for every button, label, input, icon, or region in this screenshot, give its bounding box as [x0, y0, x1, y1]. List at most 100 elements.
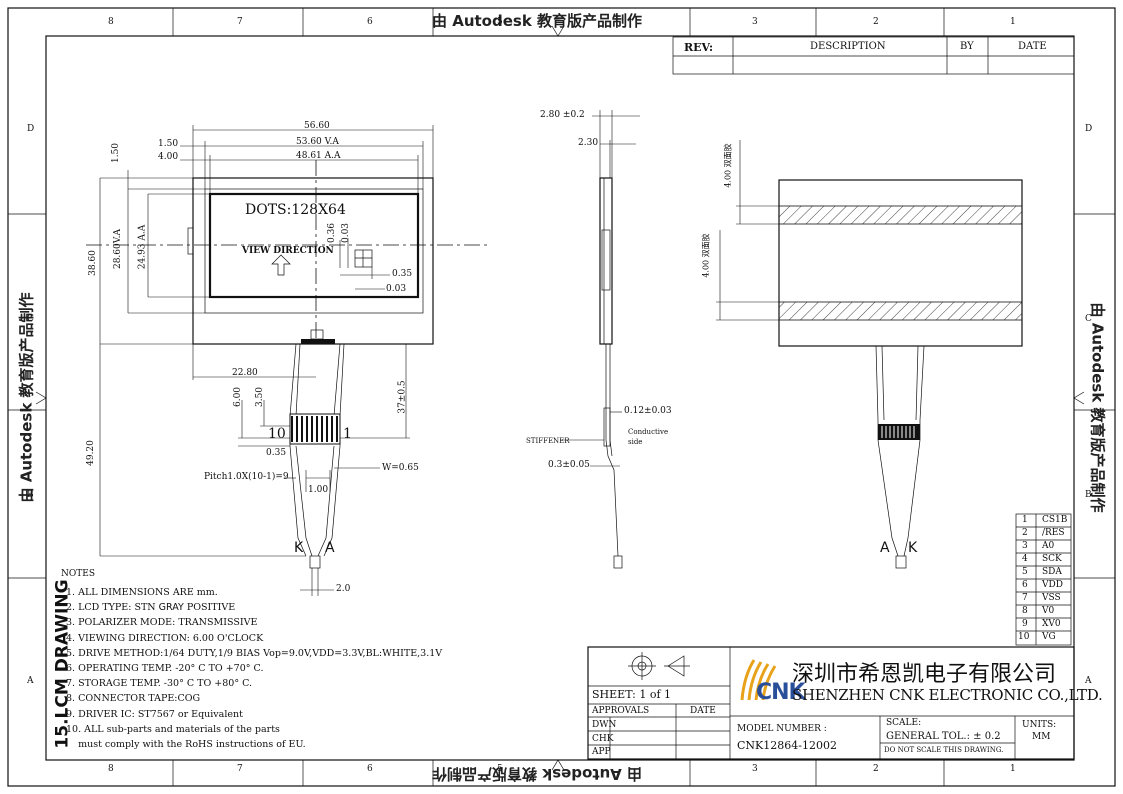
zone-row-C-left: C [27, 314, 34, 324]
pin-no-4: 4 [1022, 554, 1028, 564]
back-view [716, 140, 1023, 569]
pin-no-6: 6 [1022, 580, 1028, 590]
note-item: 4. VIEWING DIRECTION: 6.00 O'CLOCK [66, 633, 263, 644]
side-dim-012: 0.12±0.03 [624, 406, 672, 416]
company-name-cn: 深圳市希恩凯电子有限公司 [792, 662, 1057, 687]
general-tolerance: GENERAL TOL.: ± 0.2 [886, 731, 1001, 742]
sheet-label: SHEET: 1 of 1 [592, 688, 672, 701]
scale-label: SCALE: [886, 718, 922, 728]
note-item: 1. ALL DIMENSIONS ARE mm. [66, 587, 218, 598]
zone-column-8-bottom: 8 [108, 764, 114, 774]
note-item: 5. DRIVE METHOD:1/64 DUTY,1/9 BIAS Vop=9… [66, 648, 442, 659]
side-side: side [628, 438, 643, 446]
dim-left-400: 4.00 [158, 152, 179, 162]
no-scale-note: DO NOT SCALE THIS DRAWING. [884, 746, 1004, 754]
back-tape-top: 4.00 双面胶 [723, 143, 733, 188]
company-name-en: SHENZHEN CNK ELECTRONIC CO.,LTD. [792, 686, 1103, 704]
dwn-label: DWN [592, 720, 617, 730]
zone-ticks [8, 8, 1115, 786]
dim-overall-width: 56.60 [304, 121, 330, 131]
view-direction-label: VIEW DIRECTION [242, 246, 334, 256]
rev-date-header: DATE [1018, 41, 1047, 52]
chk-label: CHK [592, 734, 614, 744]
zone-column-5-top: 5 [497, 17, 503, 27]
pin-signal-4: SCK [1042, 554, 1062, 564]
dim-top-150: 1.50 [111, 142, 122, 164]
note-text: 3. POLARIZER MODE: TRANSMISSIVE [66, 617, 258, 629]
dim-pixel-035: 0.35 [392, 269, 413, 279]
zone-column-3-bottom: 3 [752, 764, 758, 774]
dim-pixel-003b: 0.03 [386, 284, 407, 294]
side-stiffener: STIFFENER [526, 437, 570, 445]
watermark-bottom: 由 Autodesk 教育版产品制作 [432, 765, 643, 783]
dim-overall-height: 38.60 [87, 250, 98, 276]
dim-pixel-003a: 0.03 [341, 222, 352, 244]
led-k-back: K [908, 540, 918, 556]
dim-pixel-036: 0.36 [327, 222, 338, 244]
revision-table [672, 36, 1075, 75]
back-tape-bottom: 4.00 双面胶 [701, 233, 711, 278]
title-block-grid [587, 646, 1075, 760]
pin-signal-8: V0 [1042, 606, 1055, 616]
pin-signal-7: VSS [1042, 593, 1061, 603]
dim-20: 2.0 [336, 584, 351, 594]
zone-column-2-top: 2 [873, 17, 879, 27]
dim-left-150: 1.50 [158, 139, 179, 149]
pin-signal-6: VDD [1042, 580, 1063, 590]
watermark-right: 由 Autodesk 教育版产品制作 [1088, 302, 1107, 513]
logo-text: CNK [756, 680, 806, 705]
side-conductive: Conductive [628, 428, 669, 436]
side-dim-280: 2.80 ±0.2 [540, 110, 585, 120]
zone-column-1-top: 1 [1010, 17, 1016, 27]
zone-row-C-right: C [1085, 314, 1092, 324]
dim-w065: W=0.65 [382, 463, 419, 473]
note-text: 6. OPERATING TEMP. -20° C TO +70° C. [66, 663, 264, 674]
rev-by-header: BY [960, 41, 974, 52]
dim-aa-width: 48.61 A.A [296, 151, 341, 161]
pin-signal-1: CS1B [1042, 515, 1068, 525]
dim-pitch: Pitch1.0X(10-1)=9 [204, 472, 289, 482]
led-a-front: A [325, 540, 335, 556]
side-dim-230: 2.30 [578, 138, 599, 148]
pin-no-5: 5 [1022, 567, 1028, 577]
note-text: 5. DRIVE METHOD:1/64 DUTY,1/9 BIAS Vop=9… [66, 647, 443, 659]
note-text: 1. ALL DIMENSIONS ARE mm. [66, 587, 218, 598]
note-item: 7. STORAGE TEMP. -30° C TO +80° C. [66, 678, 252, 689]
company-logo [740, 659, 777, 701]
side-dim-03: 0.3±0.05 [548, 460, 590, 470]
pin-number-1: 1 [343, 426, 352, 442]
dots-label: DOTS:128X64 [245, 202, 346, 218]
note-text: 9. DRIVER IC: ST7567 or Equivalent [66, 708, 243, 720]
note-text: must comply with the RoHS instructions o… [66, 739, 306, 750]
zone-column-8-top: 8 [108, 17, 114, 27]
pin-no-9: 9 [1022, 619, 1028, 629]
zone-column-3-top: 3 [752, 17, 758, 27]
pin-signal-2: /RES [1042, 528, 1065, 538]
zone-row-B-right: B [1085, 490, 1092, 500]
note-text: 7. STORAGE TEMP. -30° C TO +80° C. [66, 678, 253, 690]
units-label: UNITS: [1022, 720, 1057, 730]
zone-column-7-bottom: 7 [237, 764, 243, 774]
approvals-date-label: DATE [690, 706, 716, 716]
watermark-left: 由 Autodesk 教育版产品制作 [17, 292, 36, 503]
pin-no-7: 7 [1022, 593, 1028, 603]
note-text: 4. VIEWING DIRECTION: 6.00 O'CLOCK [66, 632, 264, 644]
pin-signal-3: A0 [1042, 541, 1055, 551]
pin-no-1: 1 [1022, 515, 1028, 525]
dim-va-width: 53.60 V.A [296, 137, 339, 147]
led-k-front: K [294, 540, 304, 556]
rev-label: REV: [684, 41, 714, 54]
dim-100: 1.00 [308, 485, 329, 495]
approvals-label: APPROVALS [592, 706, 650, 716]
zone-row-D-right: D [1085, 124, 1093, 134]
zone-column-2-bottom: 2 [873, 764, 879, 774]
note-text-tail: POSITIVE [183, 602, 236, 614]
note-item: 2. LCD TYPE: STN GRAY POSITIVE [66, 602, 235, 613]
dim-4920: 49.20 [85, 440, 96, 466]
pin-signal-9: XV0 [1042, 619, 1061, 629]
note-text: 8. CONNECTOR TAPE:COG [66, 693, 201, 705]
front-view [86, 125, 490, 596]
pin-number-10: 10 [268, 426, 286, 442]
